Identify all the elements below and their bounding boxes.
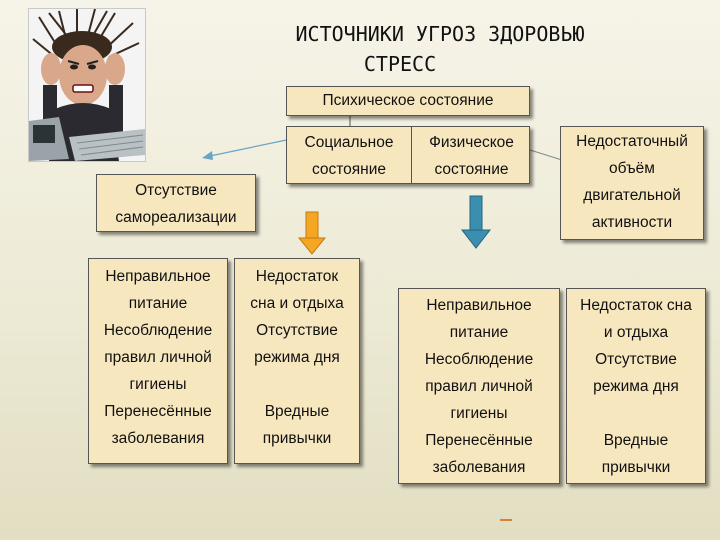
left-col2-line1: Недостаток: [255, 268, 339, 285]
left-col1-line7: заболевания: [111, 430, 205, 447]
right-col1-line6: Перенесённые: [425, 432, 533, 449]
left-col2-line3: Отсутствие: [256, 322, 338, 339]
right-col2-line3: Отсутствие: [595, 351, 677, 368]
right-col1-line2: питание: [449, 324, 509, 341]
left-factors-col1: Неправильное питание Несоблюдение правил…: [88, 258, 228, 464]
divider: [411, 127, 412, 183]
right-col1-line1: Неправильное: [426, 297, 532, 314]
right-factors-col2: Недостаток сна и отдыха Отсутствие режим…: [566, 288, 706, 484]
social-state-line1: Социальное: [304, 134, 394, 151]
teal-down-arrow: [460, 195, 492, 249]
psychic-state-label: Психическое состояние: [322, 92, 494, 109]
left-col2-line6: привычки: [262, 430, 332, 447]
right-col1-line4: правил личной: [425, 378, 533, 395]
right-col2-line1: Недостаток сна: [580, 297, 692, 314]
social-state-cell: Социальное состояние: [287, 129, 411, 183]
orange-down-arrow: [297, 211, 327, 255]
social-state-line2: состояние: [311, 161, 387, 178]
right-col2-line5: Вредные: [603, 432, 669, 449]
left-col1-line6: Перенесённые: [104, 403, 212, 420]
left-factors-table: Неправильное питание Несоблюдение правил…: [88, 258, 360, 464]
stressed-man-photo: [28, 8, 146, 162]
self-realization-line2: самореализации: [115, 209, 237, 226]
lack-activity-line3: двигательной: [583, 187, 681, 204]
lack-activity-box: Недостаточный объём двигательной активно…: [560, 126, 704, 240]
left-col1-line2: питание: [128, 295, 188, 312]
right-col2-line6: привычки: [601, 459, 671, 476]
left-col2-line2: сна и отдыха: [250, 295, 344, 312]
left-col1-line5: гигиены: [129, 376, 187, 393]
self-realization-box: Отсутствие самореализации: [96, 174, 256, 232]
right-col1-line3: Несоблюдение: [424, 351, 534, 368]
stressed-man-illustration: [29, 9, 145, 161]
right-col2-line2: и отдыха: [603, 324, 669, 341]
lack-activity-line2: объём: [609, 160, 655, 177]
social-physical-box: Социальное состояние Физическое состояни…: [286, 126, 530, 184]
physical-state-line1: Физическое: [429, 134, 514, 151]
left-factors-col2: Недостаток сна и отдыха Отсутствие режим…: [234, 258, 360, 464]
physical-state-cell: Физическое состояние: [412, 129, 531, 183]
left-col1-line3: Несоблюдение: [103, 322, 213, 339]
left-col2-line4: режима дня: [254, 349, 340, 366]
right-factors-col1: Неправильное питание Несоблюдение правил…: [398, 288, 560, 484]
right-col1-line5: гигиены: [450, 405, 508, 422]
lack-activity-line1: Недостаточный: [576, 133, 688, 150]
left-col1-line4: правил личной: [104, 349, 212, 366]
right-col2-line4: режима дня: [593, 378, 679, 395]
right-col1-line7: заболевания: [432, 459, 526, 476]
page-subtitle: СТРЕСС: [363, 52, 437, 76]
thin-arrow-line: [209, 137, 297, 157]
page-title: ИСТОЧНИКИ УГРОЗ ЗДОРОВЬЮ: [295, 22, 585, 46]
physical-state-line2: состояние: [434, 161, 509, 178]
left-col1-line1: Неправильное: [105, 268, 211, 285]
thin-arrow-head: [202, 151, 213, 160]
connector-physical-activity: [529, 149, 563, 161]
self-realization-line1: Отсутствие: [135, 182, 217, 199]
psychic-state-box: Психическое состояние: [286, 86, 530, 116]
left-col2-line5: Вредные: [264, 403, 330, 420]
lack-activity-line4: активности: [591, 214, 673, 231]
